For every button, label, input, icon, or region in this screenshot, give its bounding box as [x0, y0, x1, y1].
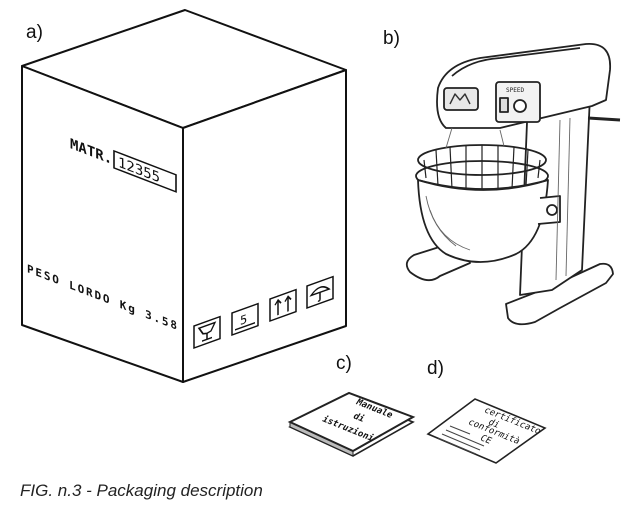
manual-title-line2: di [352, 411, 366, 425]
label-d: d) [427, 358, 444, 379]
matr-value-frame [113, 149, 177, 193]
manual-cover [287, 391, 416, 453]
keep-dry-umbrella-icon [306, 275, 334, 310]
label-a: a) [26, 22, 43, 43]
mixer-head-top [451, 47, 581, 77]
this-way-up-icon [269, 288, 297, 323]
instruction-manual: Manuale di istruzioni [287, 391, 416, 457]
box-side-face [182, 69, 347, 383]
planetary-mixer: SPEED [405, 43, 621, 326]
label-b: b) [383, 28, 400, 49]
figure-caption: FIG. n.3 - Packaging description [20, 481, 263, 500]
label-c: c) [336, 353, 352, 374]
certificate-line2: di [487, 418, 501, 431]
stack-limit-number: 5 [240, 312, 247, 328]
fragile-glass-icon [193, 315, 221, 350]
certificate-line4: CE [479, 434, 493, 448]
conformity-certificate: certificato di conformità CE [426, 398, 547, 464]
mixer-base-right-foot [505, 262, 614, 326]
stack-limit-icon: 5 [231, 302, 259, 337]
mixer-bowl-clamp [546, 204, 558, 216]
mixer-logo-mark [449, 93, 471, 105]
mixer-sketch-shading [425, 117, 571, 281]
packaging-box [21, 9, 347, 383]
mixer-bowl-rim [417, 179, 549, 190]
mixer-speed-knob [513, 99, 527, 113]
mixer-guard-wires [423, 145, 541, 191]
mixer-lever [587, 116, 621, 122]
mixer-switch [499, 97, 509, 113]
certificate-text-lines [437, 425, 485, 455]
mixer-speed-label: SPEED [506, 87, 524, 94]
handling-symbols: 5 [193, 275, 334, 350]
